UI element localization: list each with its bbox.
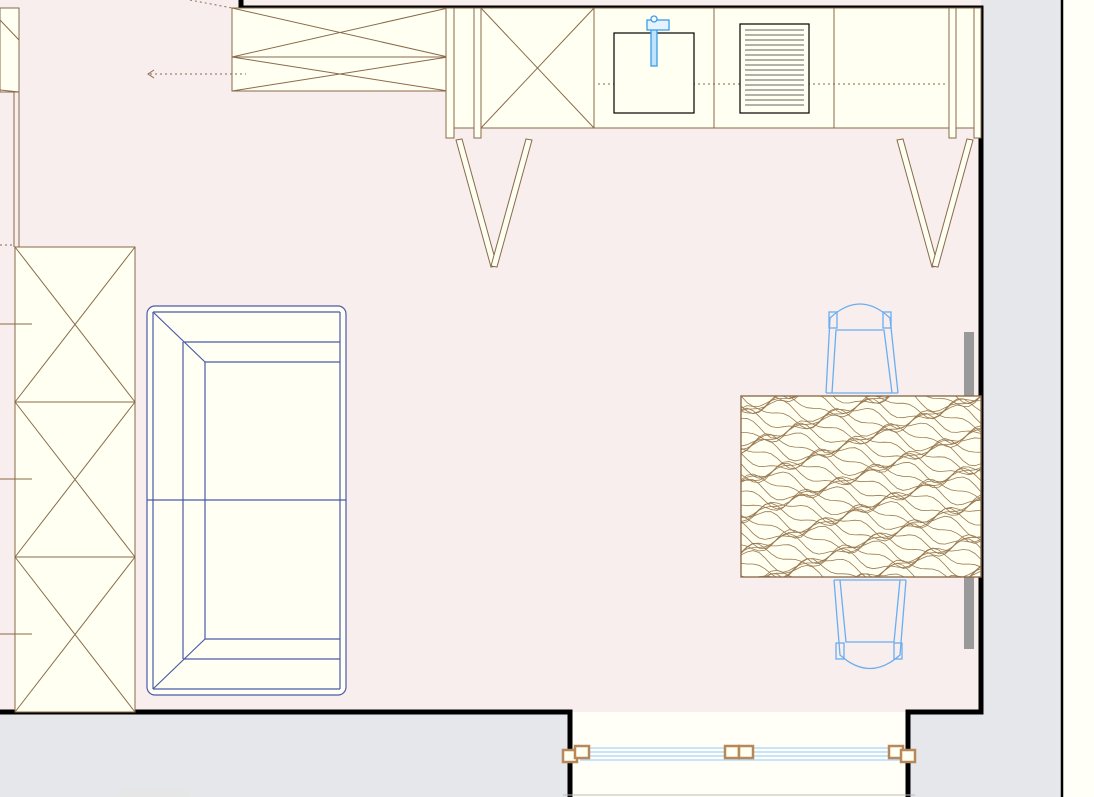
chair-bottom[interactable]	[833, 579, 907, 669]
faucet-icon	[646, 15, 670, 67]
leader-arrow	[147, 0, 246, 79]
cabinet-door-left[interactable]	[455, 138, 533, 268]
counter-end-panel-wall	[973, 7, 982, 139]
wall-cabinet-top-left[interactable]	[231, 7, 449, 92]
chair-top[interactable]	[825, 303, 899, 394]
outer-margin	[1062, 0, 1094, 797]
scrollbar-thumb[interactable]	[120, 790, 190, 797]
wall-outlines	[0, 0, 1064, 797]
wall-line-bottom-left	[0, 709, 573, 797]
cabinet-top-left-corner	[0, 7, 20, 247]
cabinet-door-right[interactable]	[896, 138, 974, 268]
dishwasher[interactable]	[739, 23, 810, 114]
counter-end-panel-right	[948, 7, 957, 139]
counter-end-panel-inner	[473, 7, 482, 139]
dining-table[interactable]	[740, 365, 982, 624]
tall-cabinets-left[interactable]	[0, 246, 136, 713]
walls	[0, 0, 1062, 797]
wall-bottom-right	[908, 712, 988, 797]
wall-bottom-left	[0, 712, 570, 797]
wall-right	[981, 0, 1062, 797]
horizontal-scrollbar[interactable]	[120, 790, 915, 797]
counter-end-panel-left	[445, 7, 455, 139]
wall-line-top-right	[238, 0, 984, 797]
sofa[interactable]	[146, 305, 347, 696]
window[interactable]	[561, 744, 917, 764]
kitchen-counter[interactable]	[445, 7, 982, 139]
